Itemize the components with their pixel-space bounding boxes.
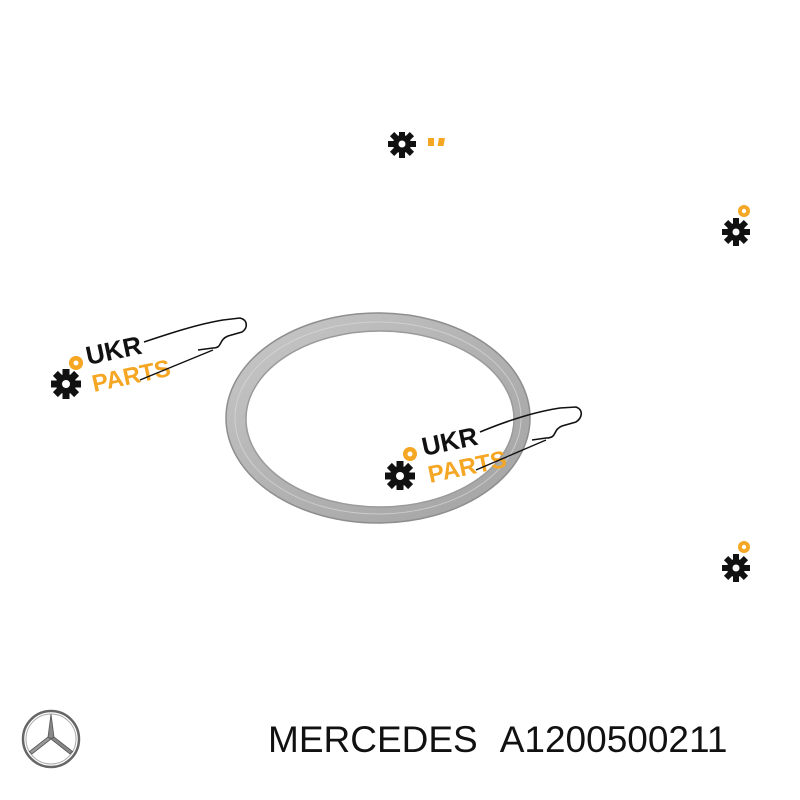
part-number: A1200500211 (499, 719, 728, 760)
gear-icon (388, 132, 416, 158)
watermark-right-bottom (722, 541, 750, 582)
watermark-top (388, 132, 445, 158)
watermark-ukr-parts-center: UKR PARTS (385, 406, 583, 490)
gear-icon (722, 218, 750, 246)
watermark-car-outline (479, 406, 583, 441)
brand-name: MERCEDES (268, 719, 478, 760)
gear-icon (51, 369, 81, 399)
product-caption: MERCEDES A1200500211 (268, 712, 792, 768)
watermark-right-top (722, 205, 750, 246)
watermark-car-outline (143, 317, 248, 351)
mercedes-star-icon (21, 709, 81, 769)
watermark-ukr-parts-left: UKR PARTS (51, 317, 248, 399)
gear-icon (722, 554, 750, 582)
gear-icon (385, 461, 415, 490)
